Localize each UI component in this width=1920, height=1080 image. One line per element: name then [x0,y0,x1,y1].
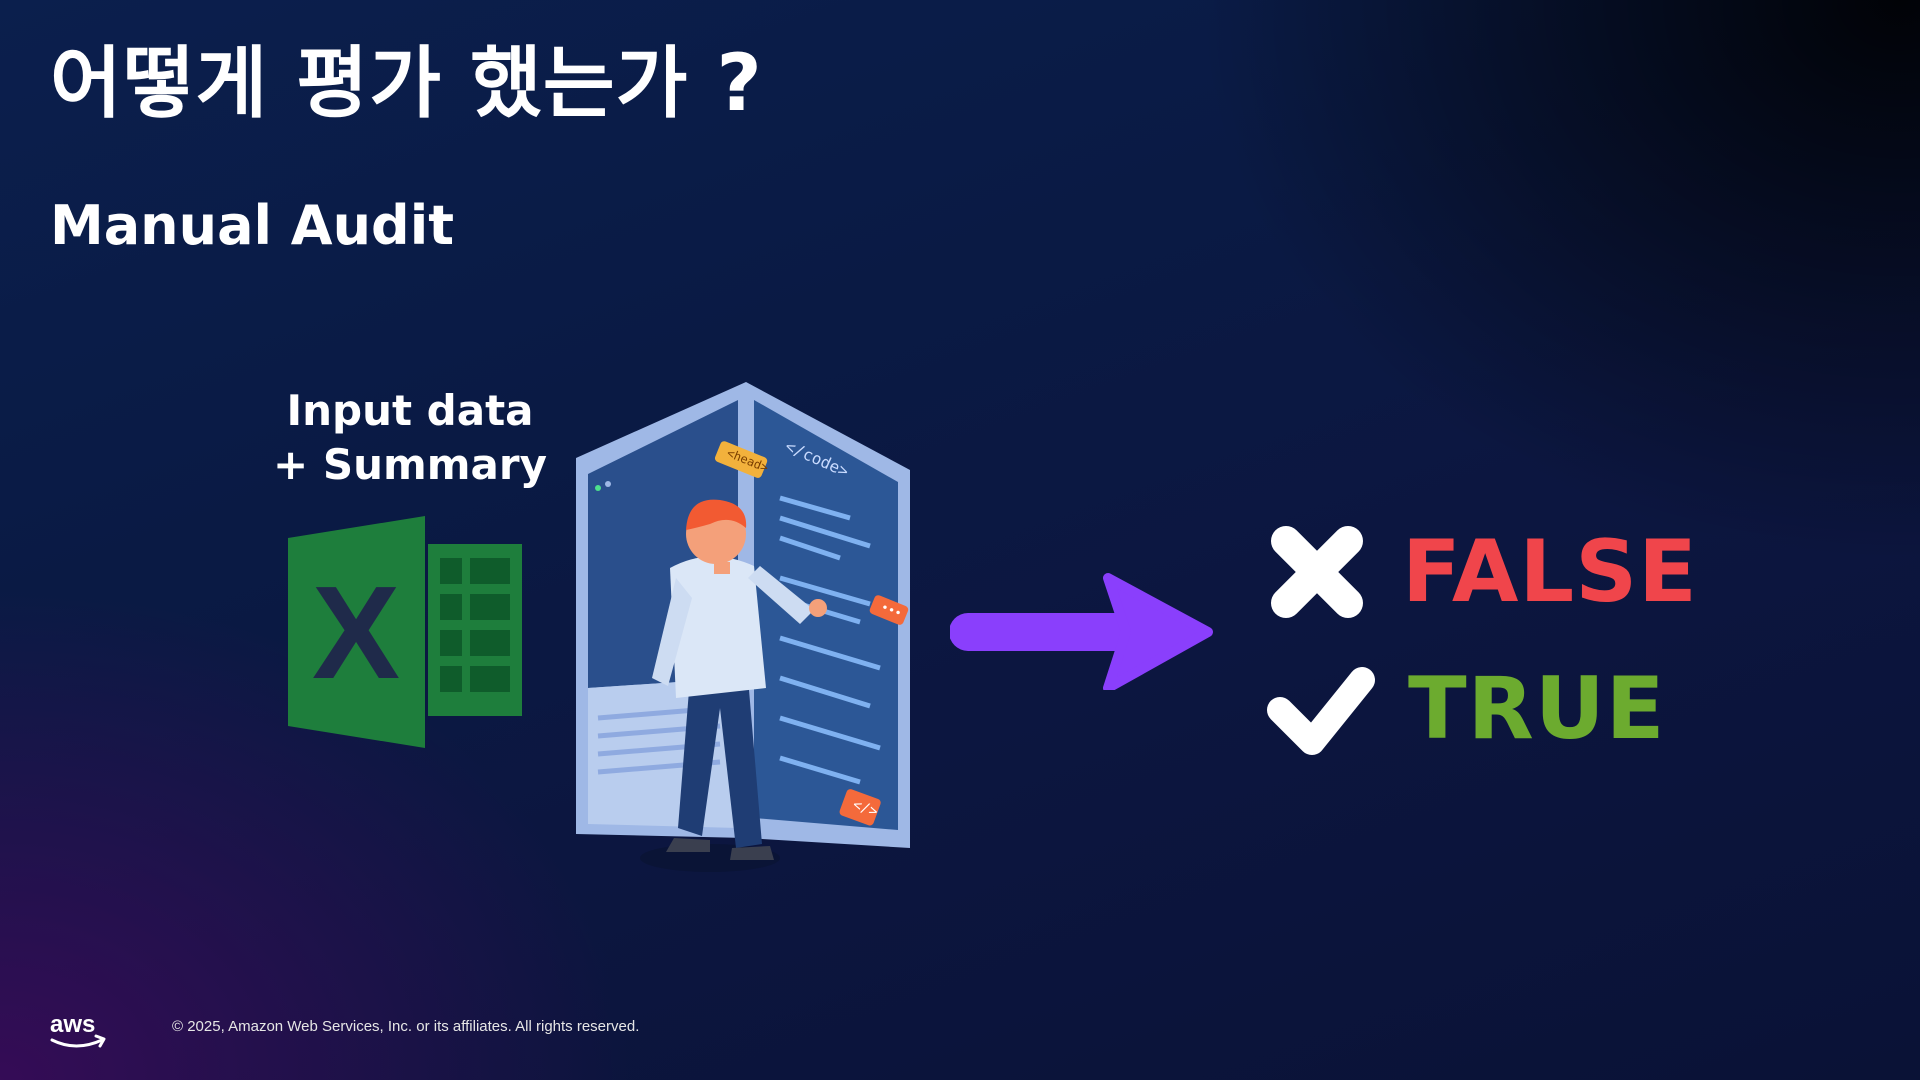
input-label: Input data + Summary [270,384,550,492]
excel-letter: X [312,559,400,706]
window-dot-icon [605,481,611,487]
window-dot-icon [595,485,601,491]
footer-copyright: © 2025, Amazon Web Services, Inc. or its… [172,1018,640,1035]
person-legs [678,678,762,848]
slide-title: 어떻게 평가 했는가 ? [50,39,763,129]
arrow-right-icon [950,573,1213,690]
result-false-row: FALSE [1262,517,1698,627]
cross-icon [1271,526,1363,618]
result-false-label: FALSE [1402,522,1698,622]
head-tag-badge [714,441,768,478]
input-label-line1: Input data [286,386,534,435]
person-shirt [670,556,766,698]
slide-subtitle: Manual Audit [50,194,455,257]
code-slash-badge [839,789,881,826]
aws-logo: aws [50,1011,106,1048]
check-icon [1267,667,1375,755]
dots-tag-badge [869,595,909,625]
aws-logo-text: aws [50,1011,95,1038]
developer-code-screen-illustration: </code> <head> ••• </> [576,382,910,872]
result-true-label: TRUE [1408,659,1666,759]
excel-icon: X [288,516,522,748]
input-label-line2: + Summary [273,440,547,489]
result-true-row: TRUE [1262,654,1665,764]
